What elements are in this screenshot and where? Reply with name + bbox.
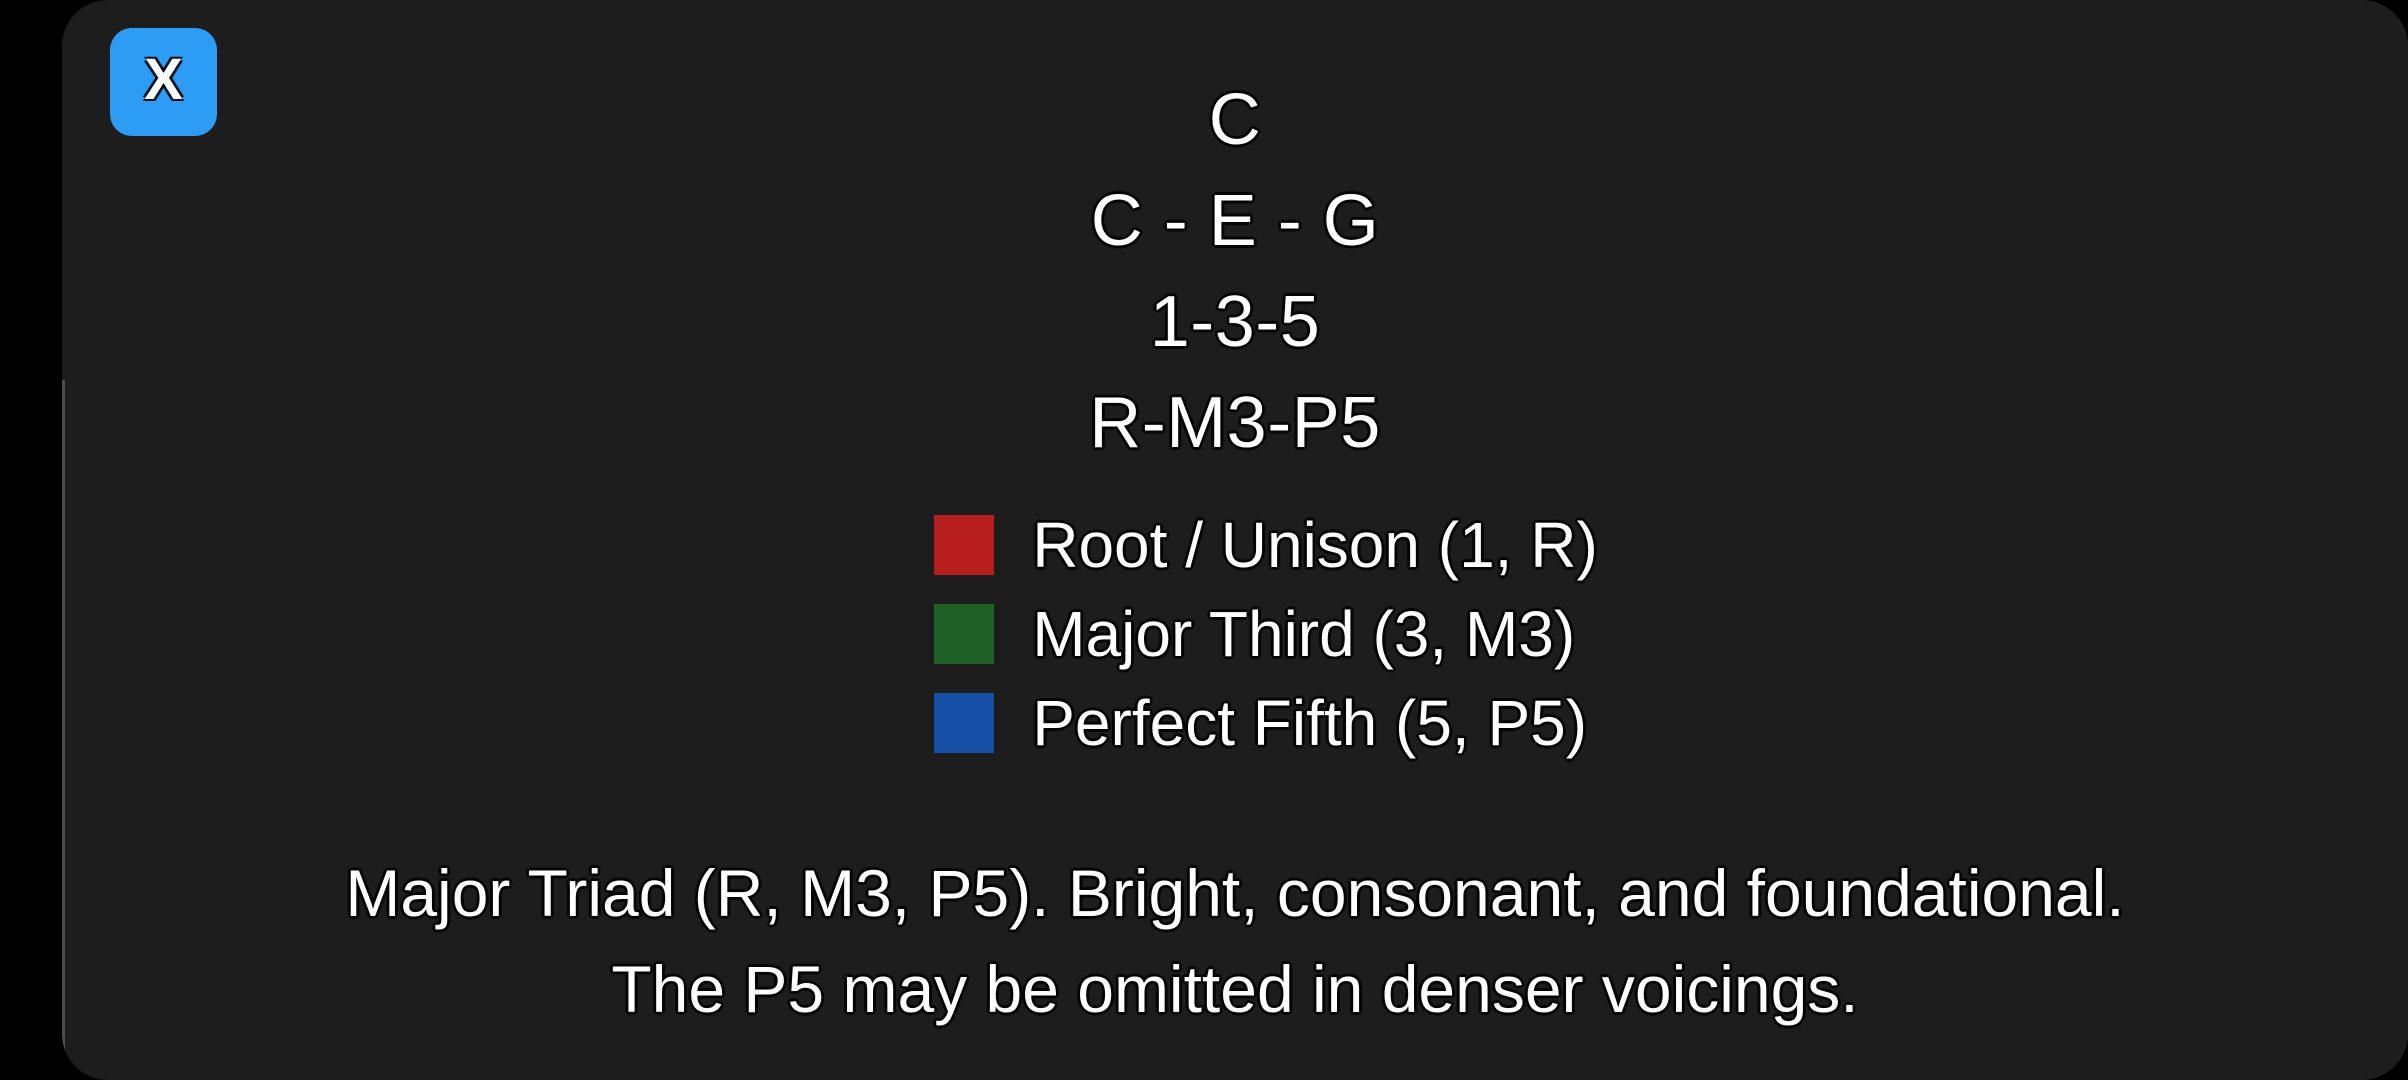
legend-swatch-root	[934, 514, 995, 575]
chord-detail-card: X C C - E - G 1-3-5 R-M3-P5 Root / Uniso…	[62, 0, 2408, 1080]
close-button[interactable]: X	[110, 28, 217, 136]
interval-legend: Root / Unison (1, R) Major Third (3, M3)…	[934, 500, 1598, 767]
chord-notes: C - E - G	[1090, 181, 1380, 261]
close-icon: X	[144, 47, 183, 112]
chord-name: C	[1208, 80, 1262, 160]
legend-item: Root / Unison (1, R)	[934, 500, 1598, 589]
scrollbar-rail[interactable]	[62, 380, 65, 1080]
card-content: C C - E - G 1-3-5 R-M3-P5 Root / Unison …	[62, 0, 2408, 1080]
legend-label-root: Root / Unison (1, R)	[1032, 508, 1598, 581]
chord-description: Major Triad (R, M3, P5). Bright, consona…	[345, 856, 2125, 1026]
legend-label-perfect-fifth: Perfect Fifth (5, P5)	[1032, 686, 1588, 759]
legend-swatch-perfect-fifth	[934, 692, 995, 753]
legend-item: Perfect Fifth (5, P5)	[934, 678, 1587, 767]
chord-header: C C - E - G 1-3-5 R-M3-P5	[62, 70, 2408, 474]
legend-label-major-third: Major Third (3, M3)	[1032, 597, 1576, 670]
legend-swatch-major-third	[934, 603, 995, 664]
legend-item: Major Third (3, M3)	[934, 589, 1575, 678]
chord-intervals: R-M3-P5	[1089, 383, 1381, 463]
chord-scale-degrees: 1-3-5	[1149, 282, 1321, 362]
